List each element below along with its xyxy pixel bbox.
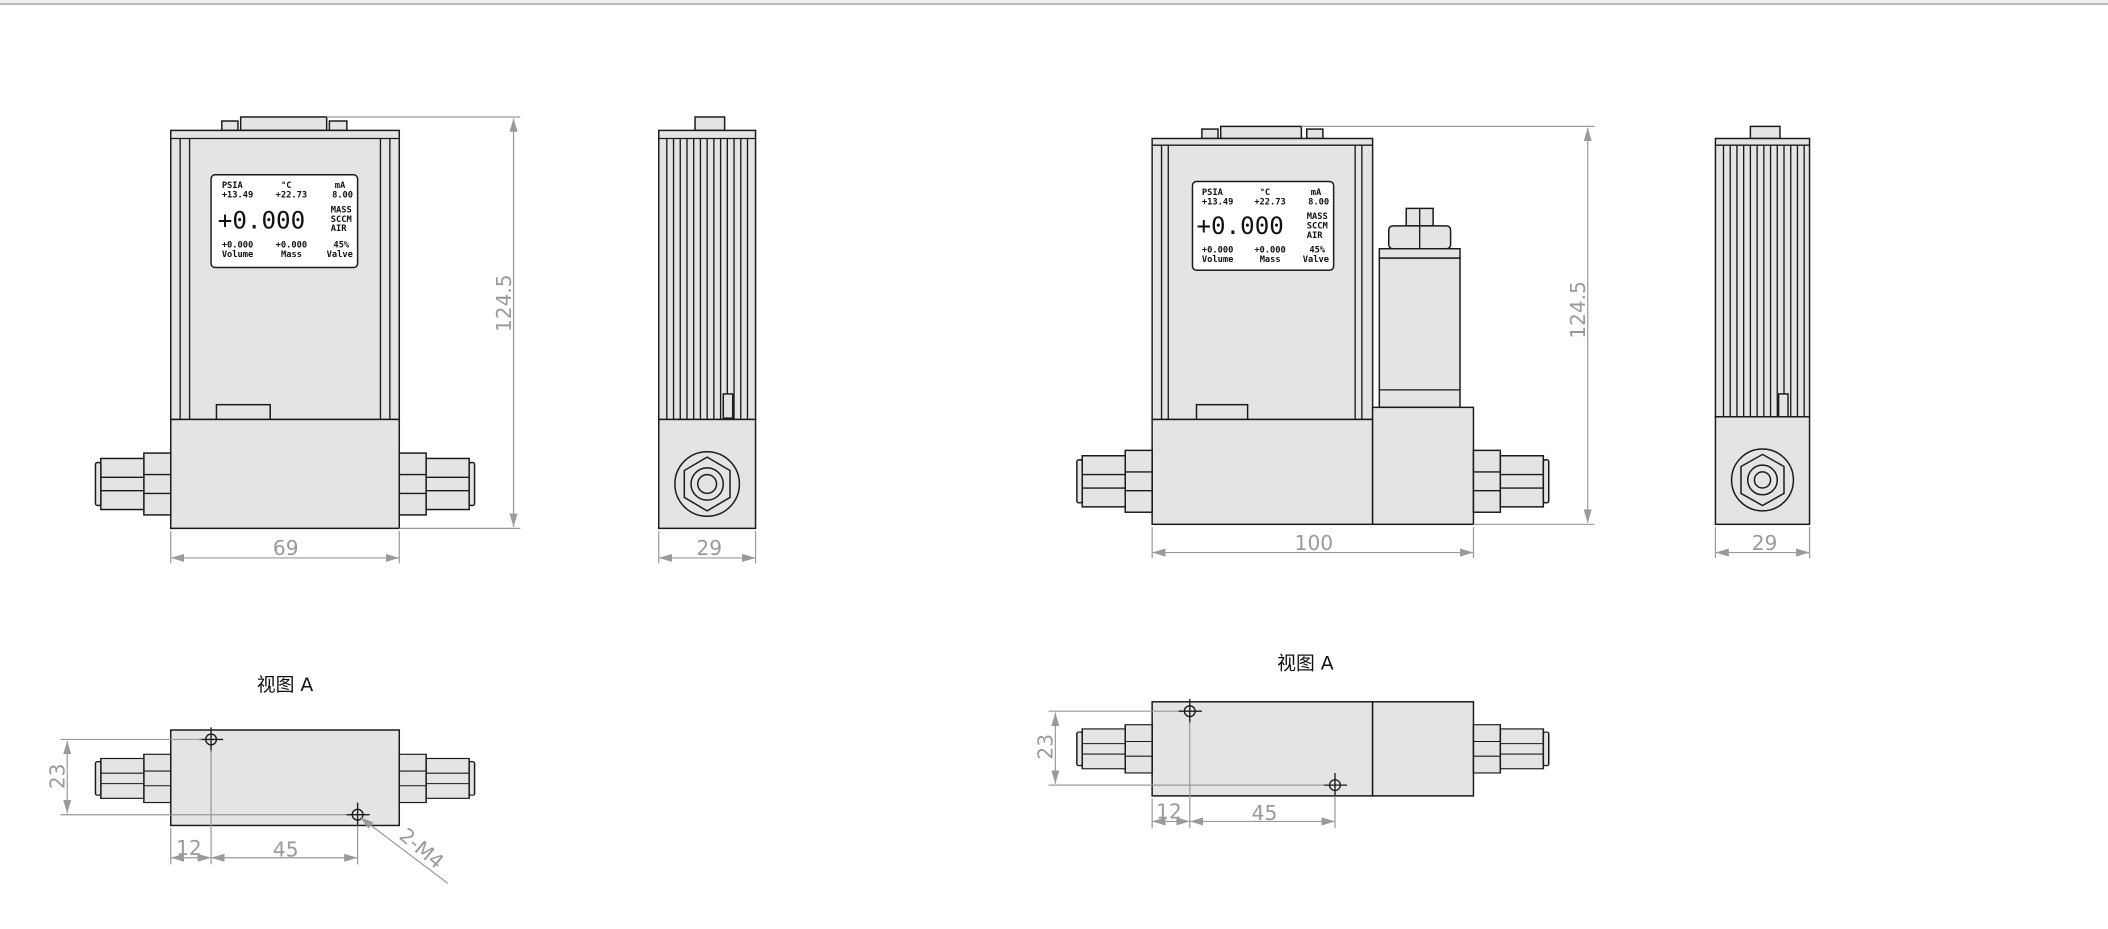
thread-note: 2-M4 [395, 823, 449, 874]
device-housing [169, 129, 401, 421]
main-flow-value: +0.000 [1197, 212, 1284, 240]
outlet-fitting [398, 753, 476, 804]
pressure-value: +13.49 [222, 191, 254, 201]
current-value: 8.00 [332, 191, 353, 201]
main-flow-value: +0.000 [218, 207, 305, 235]
inlet-fitting [94, 452, 172, 516]
inlet-fitting [1076, 449, 1153, 513]
top-border [0, 0, 2108, 5]
valve-value: 45% [333, 240, 349, 250]
view-a-title: 视图 A [257, 674, 314, 696]
mode-line3: AIR [331, 224, 347, 234]
volume-label: Volume [222, 250, 254, 260]
device-2-front-view: PSIA +13.49 °C +22.73 mA 8.00 +0.000 MAS… [1076, 125, 1550, 526]
base-block [169, 418, 401, 530]
width-label: 69 [273, 536, 299, 560]
outlet-fitting [398, 452, 476, 516]
mass-value: +0.000 [276, 240, 308, 250]
outlet-fitting [1472, 723, 1550, 774]
inlet-fitting [94, 753, 172, 804]
height-label: 124.5 [1566, 281, 1590, 339]
device-1-side-view [658, 116, 757, 530]
view-a-2: 视图 A 23 12 45 [1034, 653, 1550, 829]
height-label: 23 [1034, 734, 1058, 760]
lcd-display: PSIA +13.49 °C +22.73 mA 8.00 +0.000 MAS… [1191, 180, 1335, 271]
device-2-width-dimension: 100 [1151, 527, 1475, 558]
valve-label: Valve [327, 250, 353, 260]
device-2-height-dimension: 124.5 [1301, 125, 1595, 525]
temp-unit: °C [281, 181, 291, 191]
mass-label: Mass [281, 250, 302, 260]
volume-value: +0.000 [222, 240, 254, 250]
volume-value: +0.000 [1202, 246, 1234, 256]
height-label: 23 [46, 764, 70, 790]
pressure-unit: PSIA [1202, 188, 1224, 198]
mass-label: Mass [1260, 255, 1281, 265]
device-1-width-dimension: 69 [170, 531, 400, 564]
hole-spacing-label: 45 [1252, 801, 1278, 825]
hole-spacing-label: 45 [273, 837, 299, 861]
temp-value: +22.73 [276, 191, 308, 201]
temp-unit: °C [1260, 188, 1271, 198]
depth-label: 29 [1752, 531, 1778, 555]
mass-value: +0.000 [1254, 246, 1286, 256]
lcd-display: PSIA +13.49 °C +22.73 mA 8.00 +0.000 MAS… [210, 174, 359, 269]
valve-value: 45% [1309, 246, 1325, 256]
view-a-title: 视图 A [1277, 653, 1334, 675]
mode-line2: SCCM [331, 215, 352, 225]
volume-label: Volume [1202, 255, 1234, 265]
mode-line3: AIR [1307, 231, 1323, 241]
mode-line2: SCCM [1307, 222, 1328, 232]
current-unit: mA [1311, 188, 1322, 198]
pressure-value: +13.49 [1202, 197, 1234, 207]
current-unit: mA [335, 181, 346, 191]
pressure-unit: PSIA [222, 181, 244, 191]
device-1-depth-dimension: 29 [658, 531, 757, 564]
control-valve [1378, 207, 1461, 409]
mode-line1: MASS [1307, 212, 1328, 222]
hole-offset-label: 12 [176, 836, 202, 860]
depth-label: 29 [696, 536, 722, 560]
device-1-front-view: PSIA +13.49 °C +22.73 mA 8.00 +0.000 MAS… [94, 116, 476, 530]
hole-offset-label: 12 [1156, 800, 1182, 824]
valve-block [1371, 406, 1475, 526]
top-connector [239, 116, 328, 132]
temp-value: +22.73 [1254, 197, 1286, 207]
width-label: 100 [1295, 531, 1333, 555]
mode-line1: MASS [331, 205, 352, 215]
device-2-depth-dimension: 29 [1714, 527, 1811, 558]
valve-label: Valve [1303, 255, 1329, 265]
current-value: 8.00 [1308, 197, 1329, 207]
view-a-1: 视图 A 23 12 45 2-M4 [46, 674, 476, 884]
device-housing [1151, 137, 1374, 421]
inlet-fitting [1076, 723, 1153, 774]
height-label: 124.5 [492, 274, 516, 332]
device-1-height-dimension: 124.5 [326, 116, 521, 529]
outlet-fitting [1472, 449, 1550, 513]
base-block [1151, 418, 1374, 526]
device-2-side-view [1714, 125, 1811, 526]
